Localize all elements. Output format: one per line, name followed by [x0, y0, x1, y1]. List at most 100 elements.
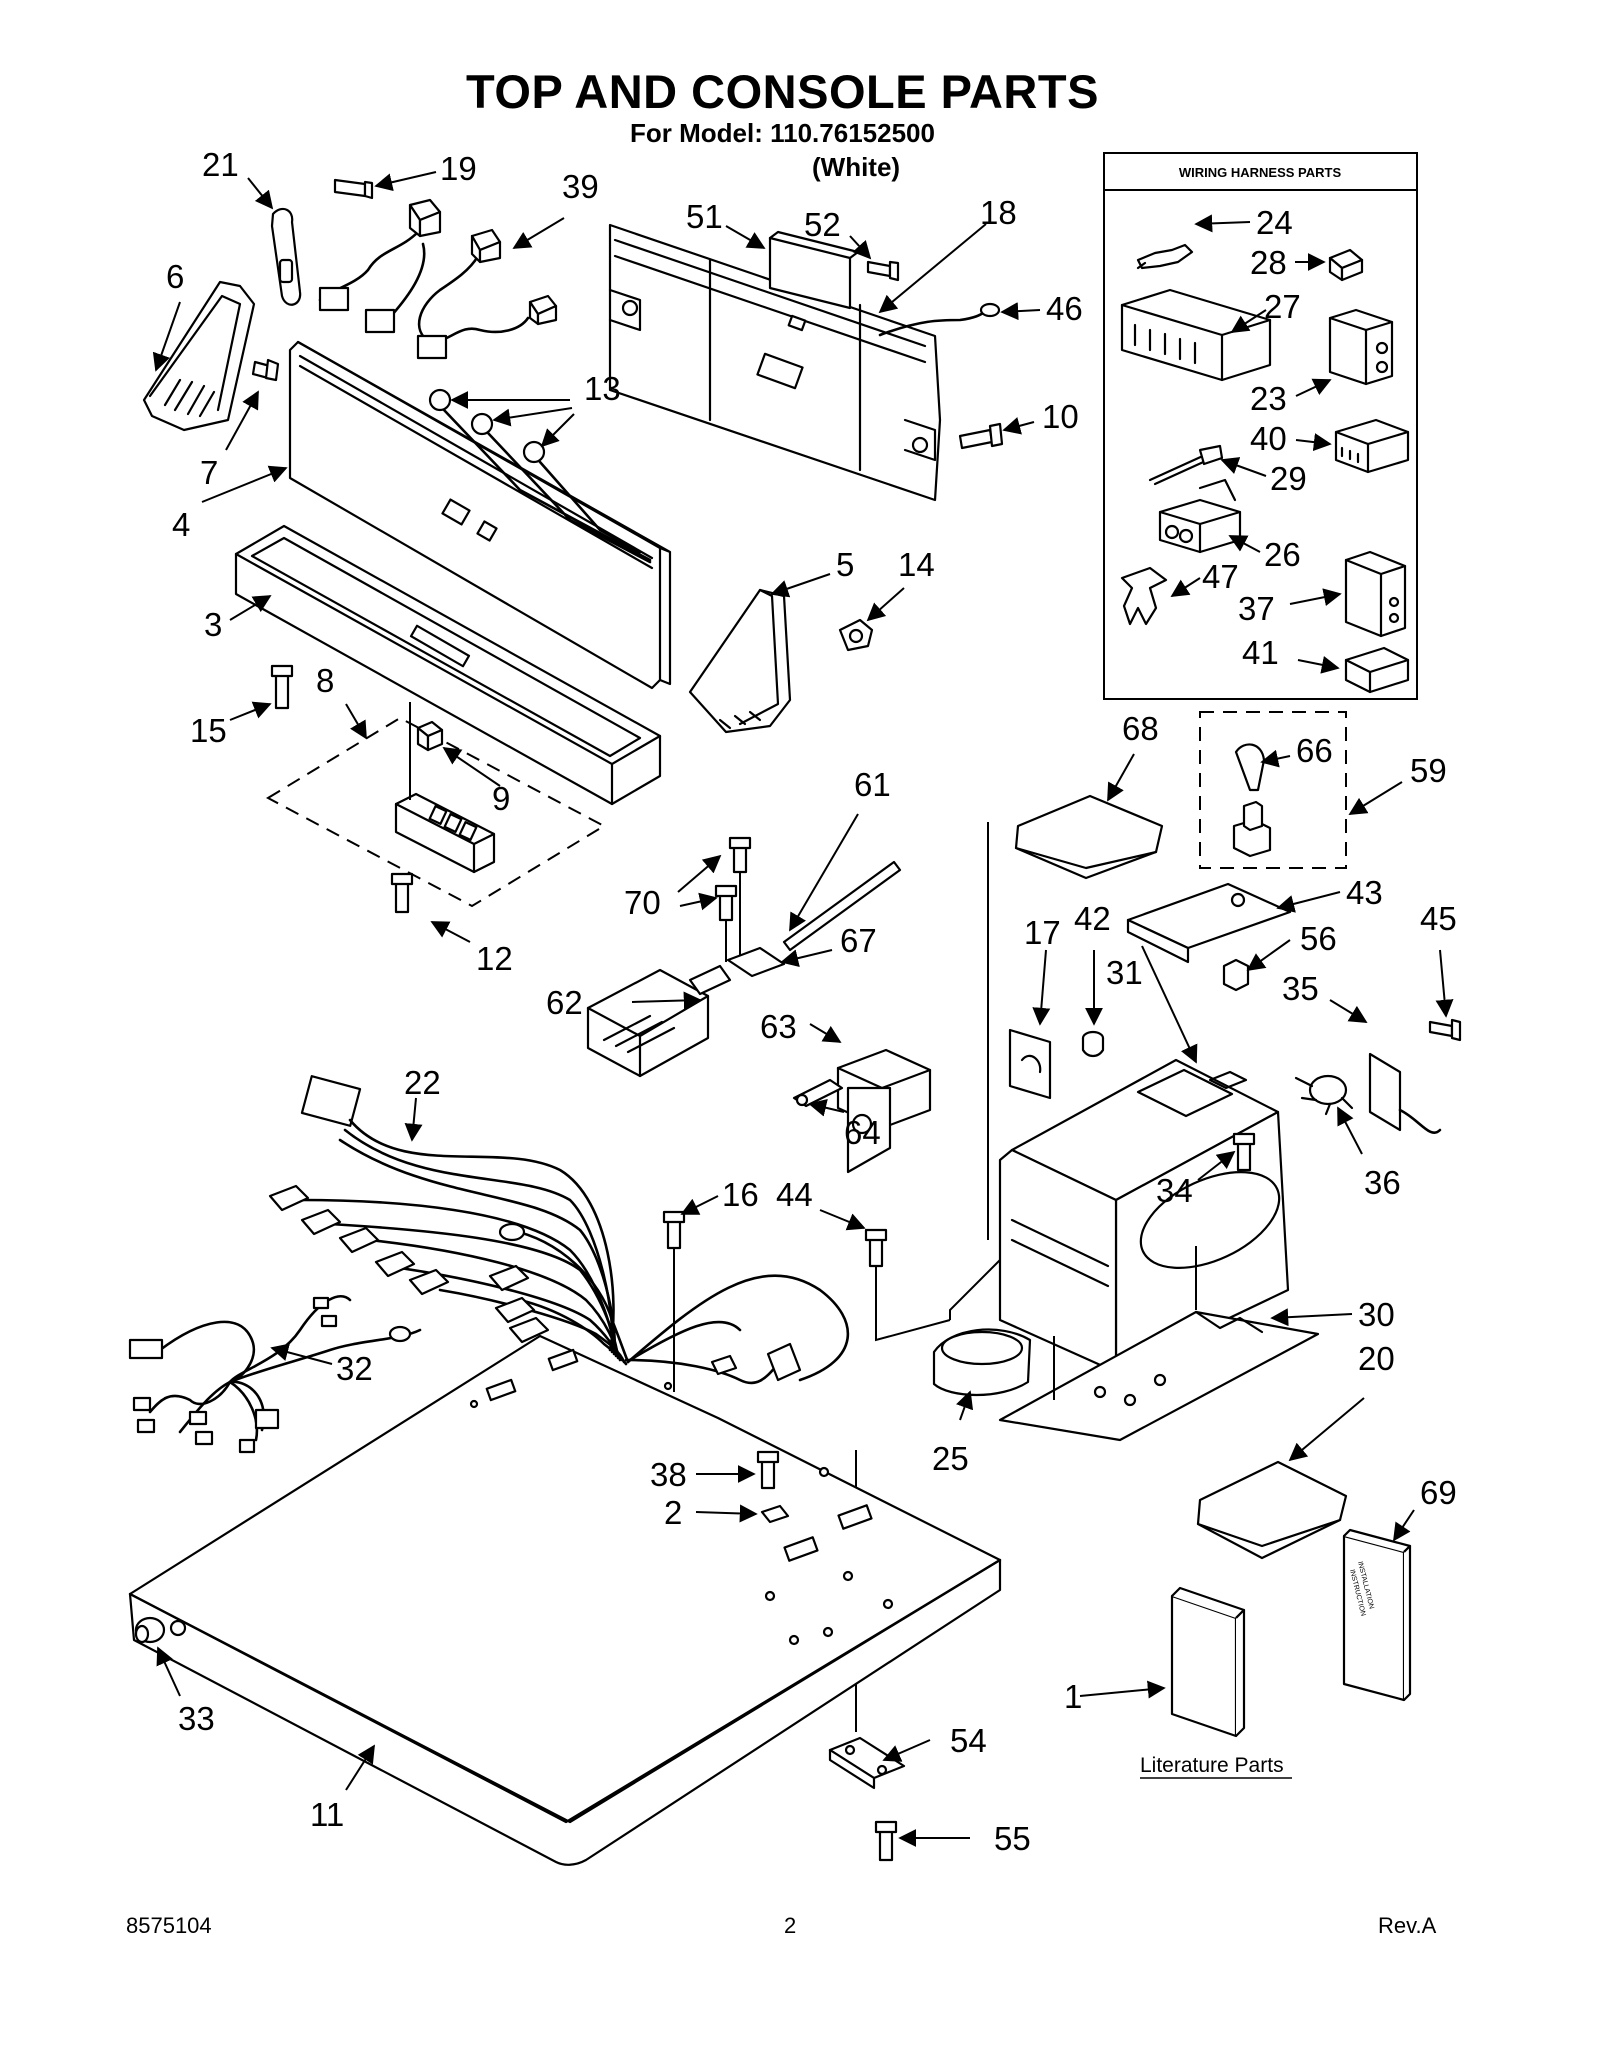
part-39-switch-harness[interactable]: [318, 198, 558, 360]
part-5-end-cap-right[interactable]: [688, 588, 792, 734]
part-70-screws[interactable]: [714, 836, 752, 962]
part-7-screw[interactable]: [251, 358, 280, 382]
callout-55: 55: [994, 1820, 1031, 1857]
part-38-screw[interactable]: [756, 1450, 780, 1490]
switch-board[interactable]: [394, 792, 496, 874]
part-4-console-panel[interactable]: [288, 340, 672, 690]
callout-25: 25: [932, 1440, 969, 1477]
callout-labels: 21 19 39 6 7 4 13 51 52 18 46 10 3 5 14 …: [166, 146, 1457, 1857]
part-22-main-wiring-harness[interactable]: [268, 1075, 850, 1385]
part-11-top-panel[interactable]: [128, 1334, 1002, 1866]
part-36-rotary-switch[interactable]: [1294, 1074, 1354, 1116]
callout-40: 40: [1250, 420, 1287, 457]
part-16-screw[interactable]: [662, 1210, 686, 1250]
part-35-bracket[interactable]: [1368, 1052, 1442, 1134]
part-19-screw[interactable]: [333, 178, 374, 200]
part-24-terminal[interactable]: [1136, 243, 1194, 270]
callout-31: 31: [1106, 954, 1143, 991]
part-29-cable-tie[interactable]: [1148, 444, 1224, 486]
part-6-end-cap[interactable]: [142, 280, 256, 432]
callout-19: 19: [440, 150, 477, 187]
part-68-cover[interactable]: [1014, 794, 1164, 880]
callout-41: 41: [1242, 634, 1279, 671]
part-55-screw[interactable]: [874, 1820, 898, 1862]
part-69-installation-book[interactable]: INSTALLATION INSTRUCTION: [1342, 1528, 1412, 1702]
callout-1: 1: [1064, 1678, 1082, 1715]
part-46-ground-wire[interactable]: [878, 302, 1001, 337]
callout-12: 12: [476, 940, 513, 977]
part-64-lever[interactable]: [792, 1078, 844, 1108]
part-26-connector[interactable]: [1158, 478, 1242, 554]
part-34-screw[interactable]: [1232, 1132, 1256, 1172]
part-25-cup[interactable]: [932, 1328, 1032, 1397]
part-67-plate[interactable]: [726, 946, 786, 978]
switch-59[interactable]: [1232, 800, 1272, 858]
callout-39: 39: [562, 168, 599, 205]
callout-59: 59: [1410, 752, 1447, 789]
part-47-clip[interactable]: [1120, 566, 1168, 626]
callout-64: 64: [844, 1114, 881, 1151]
part-62-timer[interactable]: [586, 964, 732, 1078]
callout-4: 4: [172, 506, 190, 543]
part-9-switch[interactable]: [416, 720, 444, 752]
callout-61: 61: [854, 766, 891, 803]
part-15-screw[interactable]: [270, 664, 294, 710]
callout-69: 69: [1420, 1474, 1457, 1511]
callout-34: 34: [1156, 1172, 1193, 1209]
callout-68: 68: [1122, 710, 1159, 747]
part-1-literature[interactable]: [1170, 1586, 1246, 1738]
part-37-connector[interactable]: [1344, 550, 1407, 638]
part-20-sheet[interactable]: [1196, 1460, 1348, 1560]
callout-63: 63: [760, 1008, 797, 1045]
part-28-connector[interactable]: [1328, 248, 1364, 282]
callout-28: 28: [1250, 244, 1287, 281]
part-44-screw[interactable]: [864, 1228, 888, 1268]
part-61-rod[interactable]: [782, 860, 902, 952]
part-45-screw[interactable]: [1428, 1018, 1462, 1042]
part-27-connector-housing[interactable]: [1120, 288, 1272, 382]
callout-23: 23: [1250, 380, 1287, 417]
part-12-screw[interactable]: [390, 872, 414, 914]
page-title: TOP AND CONSOLE PARTS: [466, 65, 1099, 118]
part-43-cover[interactable]: [1126, 882, 1292, 964]
callout-15: 15: [190, 712, 227, 749]
callout-14: 14: [898, 546, 935, 583]
part-30-bracket[interactable]: [998, 1310, 1320, 1442]
callout-10: 10: [1042, 398, 1079, 435]
callout-11: 11: [310, 1796, 344, 1833]
wiring-harness-parts-box: WIRING HARNESS PARTS: [1103, 152, 1418, 700]
part-2-clip[interactable]: [760, 1504, 790, 1524]
part-42-bushing[interactable]: [1081, 1030, 1105, 1058]
part-59-group-box: [1199, 711, 1347, 869]
part-31-console-housing[interactable]: [998, 1058, 1294, 1374]
part-23-connector[interactable]: [1328, 308, 1394, 386]
callout-70: 70: [624, 884, 661, 921]
page-number: 2: [784, 1913, 797, 1938]
part-13-indicator-lights[interactable]: [428, 388, 652, 564]
revision-label: Rev.A: [1378, 1913, 1437, 1938]
part-14-clip[interactable]: [838, 618, 874, 652]
part-56-nut[interactable]: [1222, 958, 1250, 992]
part-32-wiring-harness[interactable]: [128, 1294, 422, 1454]
part-17-bracket[interactable]: [1008, 1028, 1052, 1100]
part-41-connector[interactable]: [1344, 646, 1410, 694]
callout-56: 56: [1300, 920, 1337, 957]
callout-3: 3: [204, 606, 222, 643]
part-66-key[interactable]: [1234, 743, 1266, 792]
part-40-connector[interactable]: [1334, 418, 1410, 474]
callout-45: 45: [1420, 900, 1457, 937]
part-63-solenoid[interactable]: [836, 1048, 932, 1174]
part-54-bracket[interactable]: [828, 1736, 906, 1790]
part-18-rear-panel[interactable]: [608, 223, 942, 502]
part-10-screw[interactable]: [958, 422, 1004, 450]
part-21-bracket[interactable]: [270, 207, 302, 306]
part-3-console-base[interactable]: [234, 524, 662, 806]
callout-21: 21: [202, 146, 239, 183]
part-33-plug[interactable]: [134, 1616, 166, 1644]
callout-27: 27: [1264, 288, 1301, 325]
part-52-screw[interactable]: [866, 260, 900, 282]
callout-38: 38: [650, 1456, 687, 1493]
callout-16: 16: [722, 1176, 759, 1213]
callout-17: 17: [1024, 914, 1061, 951]
